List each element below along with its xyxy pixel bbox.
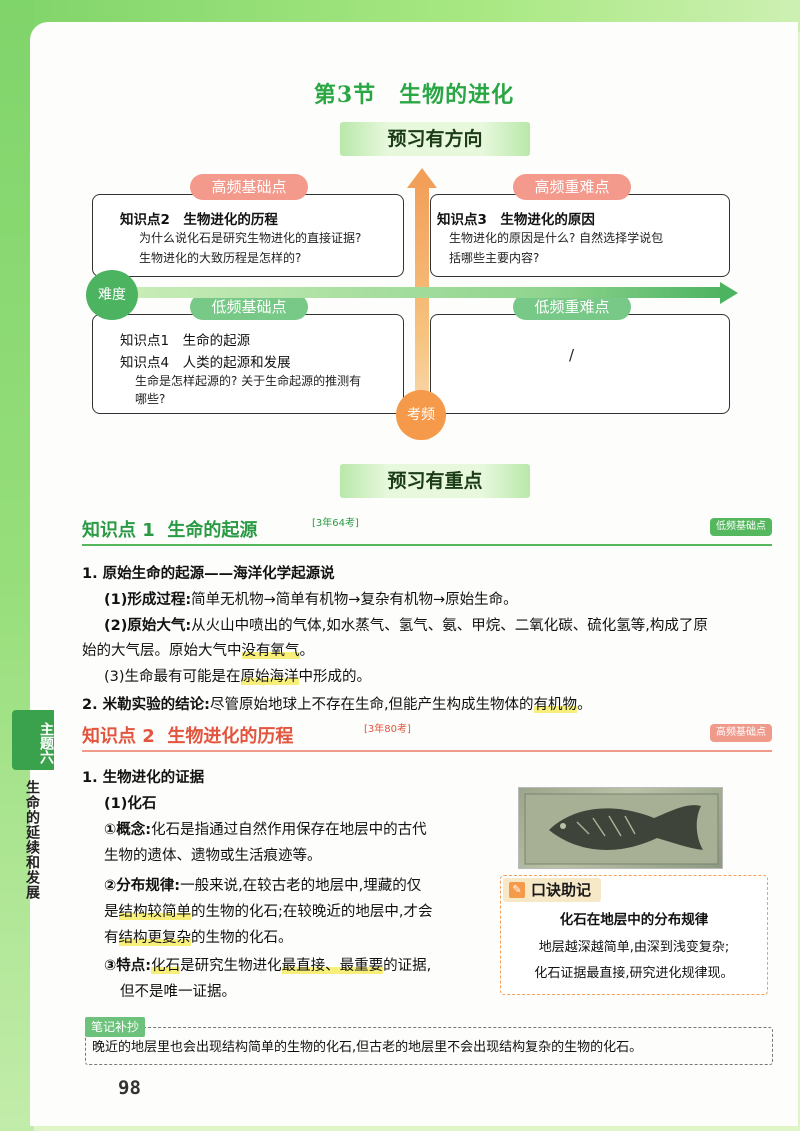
fish-fossil-image	[518, 787, 723, 869]
kp1-title: 知识点 1 生命的起源	[82, 520, 258, 541]
kp2-heading: 知识点 2 生物进化的历程 [3年80考] 高频基础点	[82, 722, 772, 752]
side-theme-tab: 主题六	[12, 710, 54, 770]
kp1-line-2: (2)原始大气:从火山中喷出的气体,如水蒸气、氢气、氨、甲烷、二氧化碳、硫化氢等…	[104, 618, 708, 634]
quadrant-label-low-hard: 低频重难点	[513, 294, 631, 320]
kp2-title: 知识点 2 生物进化的历程	[82, 726, 294, 747]
note-box: 晚近的地层里也会出现结构简单的生物的化石,但古老的地层里不会出现结构复杂的生物的…	[85, 1027, 773, 1065]
page-title: 第3节 生物的进化	[313, 82, 515, 108]
kp2-c1: ①概念:化石是指通过自然作用保存在地层中的古代	[104, 822, 427, 838]
mnemonic-title: 化石在地层中的分布规律	[559, 912, 709, 928]
kp2-c3b: 但不是唯一证据。	[120, 984, 236, 1000]
frequency-axis-arrowhead	[407, 168, 437, 188]
quadrant-kp: 知识点4 人类的起源和发展	[120, 355, 291, 371]
kp2-c2: ②分布规律:一般来说,在较古老的地层中,埋藏的仅	[104, 878, 422, 894]
kp2-heading-1: 1. 生物进化的证据	[82, 770, 205, 786]
mnemonic-box: ✎ 口诀助记 化石在地层中的分布规律 地层越深越简单,由深到浅变复杂; 化石证据…	[500, 875, 768, 995]
left-color-strip	[0, 0, 34, 1131]
kp2-c1b: 生物的遗体、遗物或生活痕迹等。	[104, 848, 322, 864]
mnemonic-line: 地层越深越简单,由深到浅变复杂;	[538, 940, 730, 955]
quadrant-bottom-left: 知识点1 生命的起源 知识点4 人类的起源和发展 生命是怎样起源的? 关于生命起…	[92, 314, 404, 414]
quadrant-question: 括哪些主要内容?	[449, 251, 540, 265]
frequency-label: 考频	[396, 390, 446, 440]
page-number: 98	[118, 1077, 141, 1099]
kp1-heading-1: 1. 原始生命的起源——海洋化学起源说	[82, 566, 335, 582]
note-text: 晚近的地层里也会出现结构简单的生物的化石,但古老的地层里不会出现结构复杂的生物的…	[92, 1040, 643, 1055]
kp2-c2c: 有结构更复杂的生物的化石。	[104, 930, 293, 946]
kp2-c3: ③特点:化石是研究生物进化最直接、最重要的证据,	[104, 958, 432, 974]
kp2-badge: 高频基础点	[710, 724, 772, 742]
kp1-badge: 低频基础点	[710, 518, 772, 536]
note-label: 笔记补抄	[85, 1017, 146, 1037]
kp2-exam-tag: [3年80考]	[364, 724, 411, 735]
fish-fossil-illustration	[524, 793, 719, 865]
mnemonic-label: ✎ 口诀助记	[503, 878, 602, 902]
pencil-icon: ✎	[509, 882, 525, 898]
quadrant-question: 生命是怎样起源的? 关于生命起源的推测有	[135, 374, 362, 388]
kp1-heading-2: 2. 米勒实验的结论:尽管原始地球上不存在生命,但能产生构成生物体的有机物。	[82, 697, 592, 713]
frequency-axis	[415, 180, 429, 440]
difficulty-label: 难度	[86, 270, 138, 320]
quadrant-top-right: 知识点3 生物进化的原因 生物进化的原因是什么? 自然选择学说包 括哪些主要内容…	[430, 194, 730, 277]
quadrant-label-low-basic: 低频基础点	[190, 294, 308, 320]
kp1-line-2b: 始的大气层。原始大气中没有氧气。	[82, 643, 314, 659]
side-theme-title: 生命的延续和发展	[24, 780, 40, 900]
mnemonic-line: 化石证据最直接,研究进化规律现。	[534, 966, 734, 981]
quadrant-question: 为什么说化石是研究生物进化的直接证据?	[139, 231, 362, 245]
kp1-line-1: (1)形成过程:简单无机物→简单有机物→复杂有机物→原始生命。	[104, 592, 518, 608]
quadrant-label-high-basic: 高频基础点	[190, 174, 308, 200]
quadrant-top-left: 知识点2 生物进化的历程 为什么说化石是研究生物进化的直接证据? 生物进化的大致…	[92, 194, 404, 277]
difficulty-axis-arrowhead	[720, 282, 738, 304]
quadrant-bottom-right: /	[430, 314, 730, 414]
kp2-sub: (1)化石	[104, 796, 157, 812]
quadrant-kp: 知识点2 生物进化的历程	[120, 212, 278, 228]
kp1-heading: 知识点 1 生命的起源 [3年64考] 低频基础点	[82, 516, 772, 546]
quadrant-label-high-hard: 高频重难点	[513, 174, 631, 200]
quadrant-question: 哪些?	[135, 392, 166, 406]
section-banner-focus: 预习有重点	[340, 464, 530, 498]
quadrant-kp: 知识点1 生命的起源	[120, 333, 251, 349]
difficulty-axis	[135, 287, 725, 298]
kp1-line-3: (3)生命最有可能是在原始海洋中形成的。	[104, 669, 372, 685]
quadrant-question: 生物进化的原因是什么? 自然选择学说包	[449, 231, 664, 245]
page: 第3节 生物的进化 预习有方向 知识点2 生物进化的历程 为什么说化石是研究生物…	[30, 22, 798, 1126]
quadrant-kp: 知识点3 生物进化的原因	[437, 212, 595, 228]
kp2-c2b: 是结构较简单的生物的化石;在较晚近的地层中,才会	[104, 904, 433, 920]
section-banner-direction: 预习有方向	[340, 122, 530, 156]
quadrant-empty-mark: /	[569, 346, 575, 364]
kp1-exam-tag: [3年64考]	[312, 518, 359, 529]
quadrant-question: 生物进化的大致历程是怎样的?	[139, 251, 302, 265]
